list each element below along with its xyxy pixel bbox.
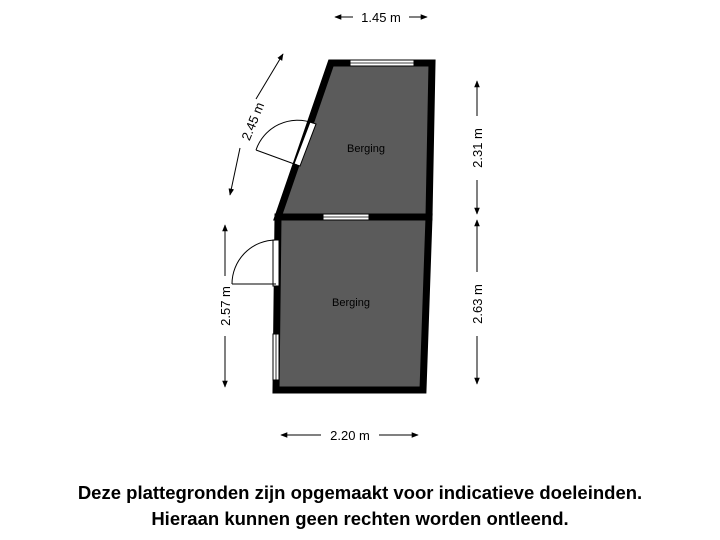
disclaimer-line-1: Deze plattegronden zijn opgemaakt voor i… <box>77 482 643 503</box>
dimension-label-lower-right: 2.63 m <box>470 284 485 324</box>
window-lower-left <box>272 333 280 381</box>
dimension-lower-right: 2.63 m <box>470 219 485 385</box>
dimension-bottom-width: 2.20 m <box>280 428 419 443</box>
room-label-lower: Berging <box>332 297 370 309</box>
dimension-label-lower-left: 2.57 m <box>218 286 233 326</box>
disclaimer-line-2: Hieraan kunnen geen rechten worden ontle… <box>151 508 569 529</box>
dimension-label-upper-right: 2.31 m <box>470 128 485 168</box>
door-lower <box>231 239 280 287</box>
dimension-upper-right: 2.31 m <box>470 80 485 215</box>
dimension-label-bottom-width: 2.20 m <box>330 428 370 443</box>
dimension-label-top-width: 1.45 m <box>361 10 401 25</box>
room-label-upper: Berging <box>347 143 385 155</box>
door-upper <box>255 119 317 167</box>
window-top <box>349 59 415 67</box>
lower-room <box>272 213 433 394</box>
upper-room <box>273 59 436 221</box>
window-middle <box>322 213 370 221</box>
dimension-top-width: 1.45 m <box>334 10 428 25</box>
dimension-upper-slanted: 2.45 m <box>228 53 284 196</box>
dimension-lower-left: 2.57 m <box>218 224 233 388</box>
floor-plan: Berging Berging 1.45 m 2.45 m 2.31 m 2.5… <box>218 10 485 443</box>
